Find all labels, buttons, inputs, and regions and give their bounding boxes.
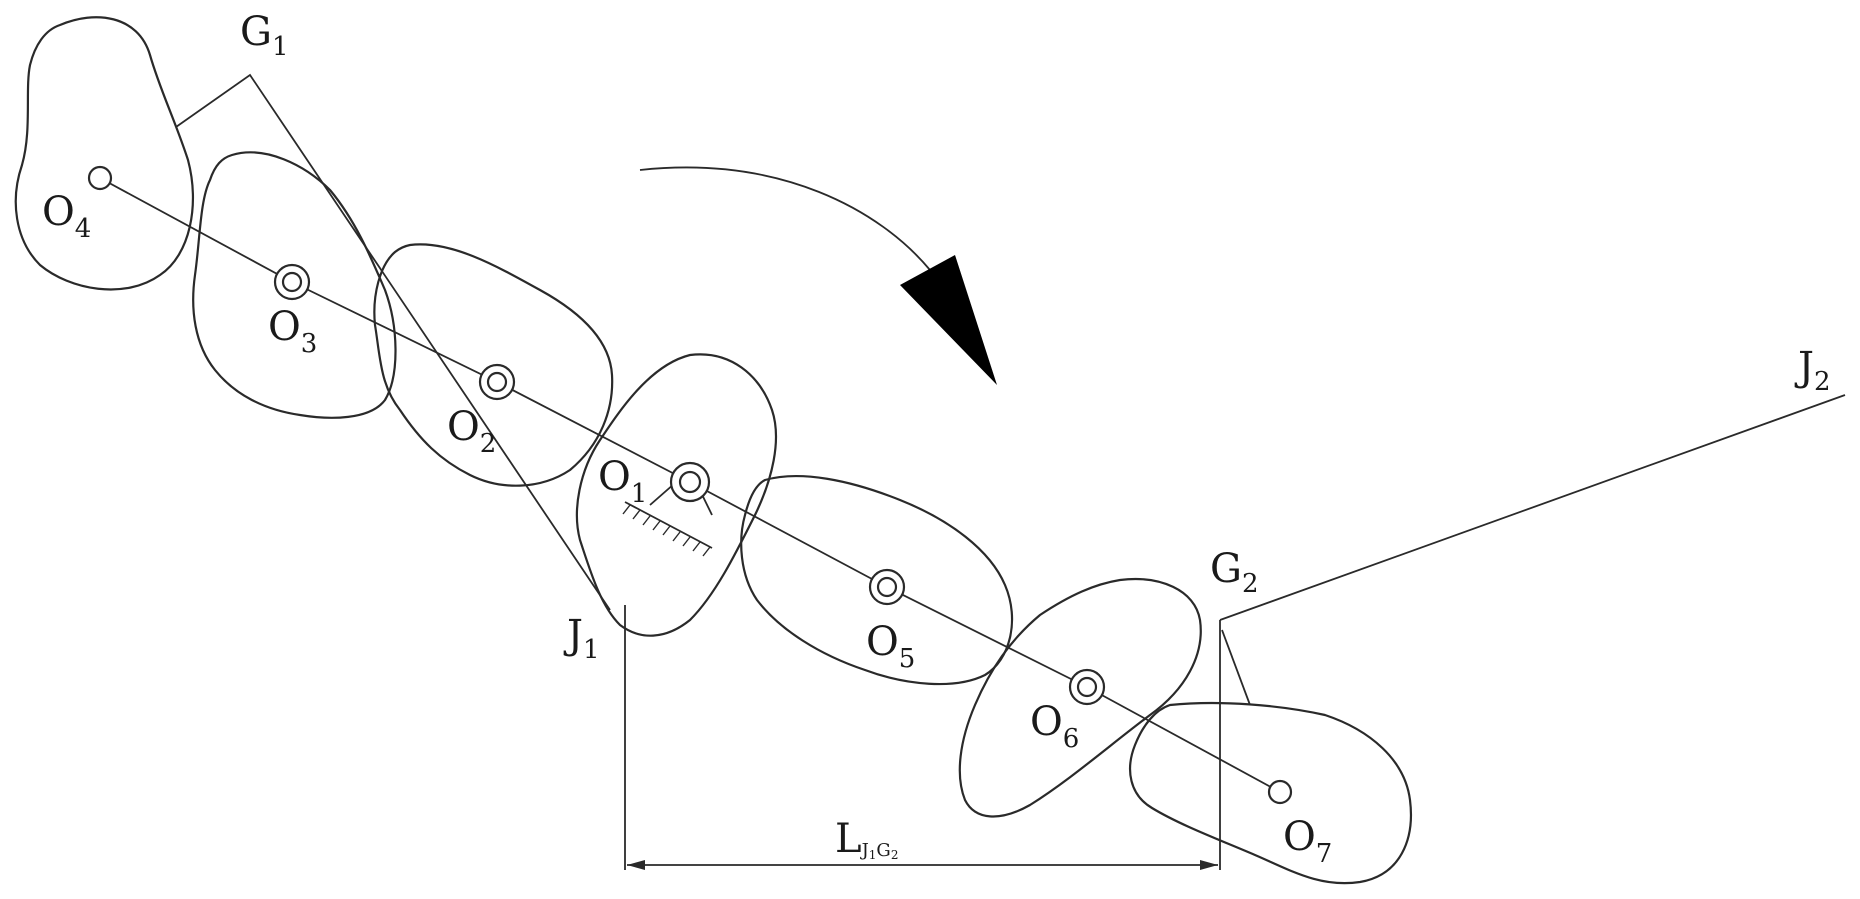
labels: G1 O4 O3 O2 O1 J1 O5 G2 O6 O7 J2	[42, 9, 1831, 869]
label-o4: O4	[42, 189, 91, 244]
label-o7: O7	[1283, 814, 1332, 869]
dimension-line-group	[627, 860, 1218, 870]
ground-support-symbol	[622, 468, 713, 557]
lobe-o6	[958, 578, 1202, 818]
label-o1: O1	[598, 454, 647, 509]
lobe-o1	[575, 353, 778, 637]
pivot-o3-inner	[281, 271, 303, 293]
g2-construction-line	[1219, 394, 1846, 621]
label-j2: J2	[1794, 344, 1831, 397]
rotation-arc	[639, 166, 931, 271]
pivot-o4	[87, 165, 113, 191]
lobe-o7	[1128, 701, 1412, 885]
pivot-o2-inner	[486, 371, 508, 393]
lobe-o4	[14, 16, 195, 291]
label-o6: O6	[1030, 699, 1079, 754]
label-g1: G1	[240, 9, 289, 62]
rotation-arrow	[639, 166, 997, 385]
ground-hatching	[622, 504, 711, 557]
label-o3: O3	[268, 304, 317, 359]
lobe-o5	[740, 474, 1014, 686]
pivot-o7	[1267, 779, 1293, 805]
label-o5: O5	[866, 619, 915, 674]
g1-construction-line	[175, 73, 611, 611]
label-g2: G2	[1210, 546, 1259, 599]
rotation-arrowhead-icon	[900, 255, 997, 385]
label-j1: J1	[563, 612, 600, 665]
label-dimension: LJ1G2	[835, 816, 898, 862]
lobe-o2	[373, 243, 614, 487]
g2-tick-line	[1221, 629, 1251, 706]
pivot-o6-inner	[1076, 676, 1098, 698]
lobe-o3	[192, 151, 397, 419]
pivot-pins	[87, 165, 1293, 805]
lobe-outlines	[14, 16, 1412, 885]
pivot-o1-inner	[678, 470, 702, 494]
label-o2: O2	[447, 404, 496, 459]
pivot-o5-inner	[876, 576, 898, 598]
dimension-arrow-left	[627, 860, 645, 870]
dimension-arrow-right	[1200, 860, 1218, 870]
